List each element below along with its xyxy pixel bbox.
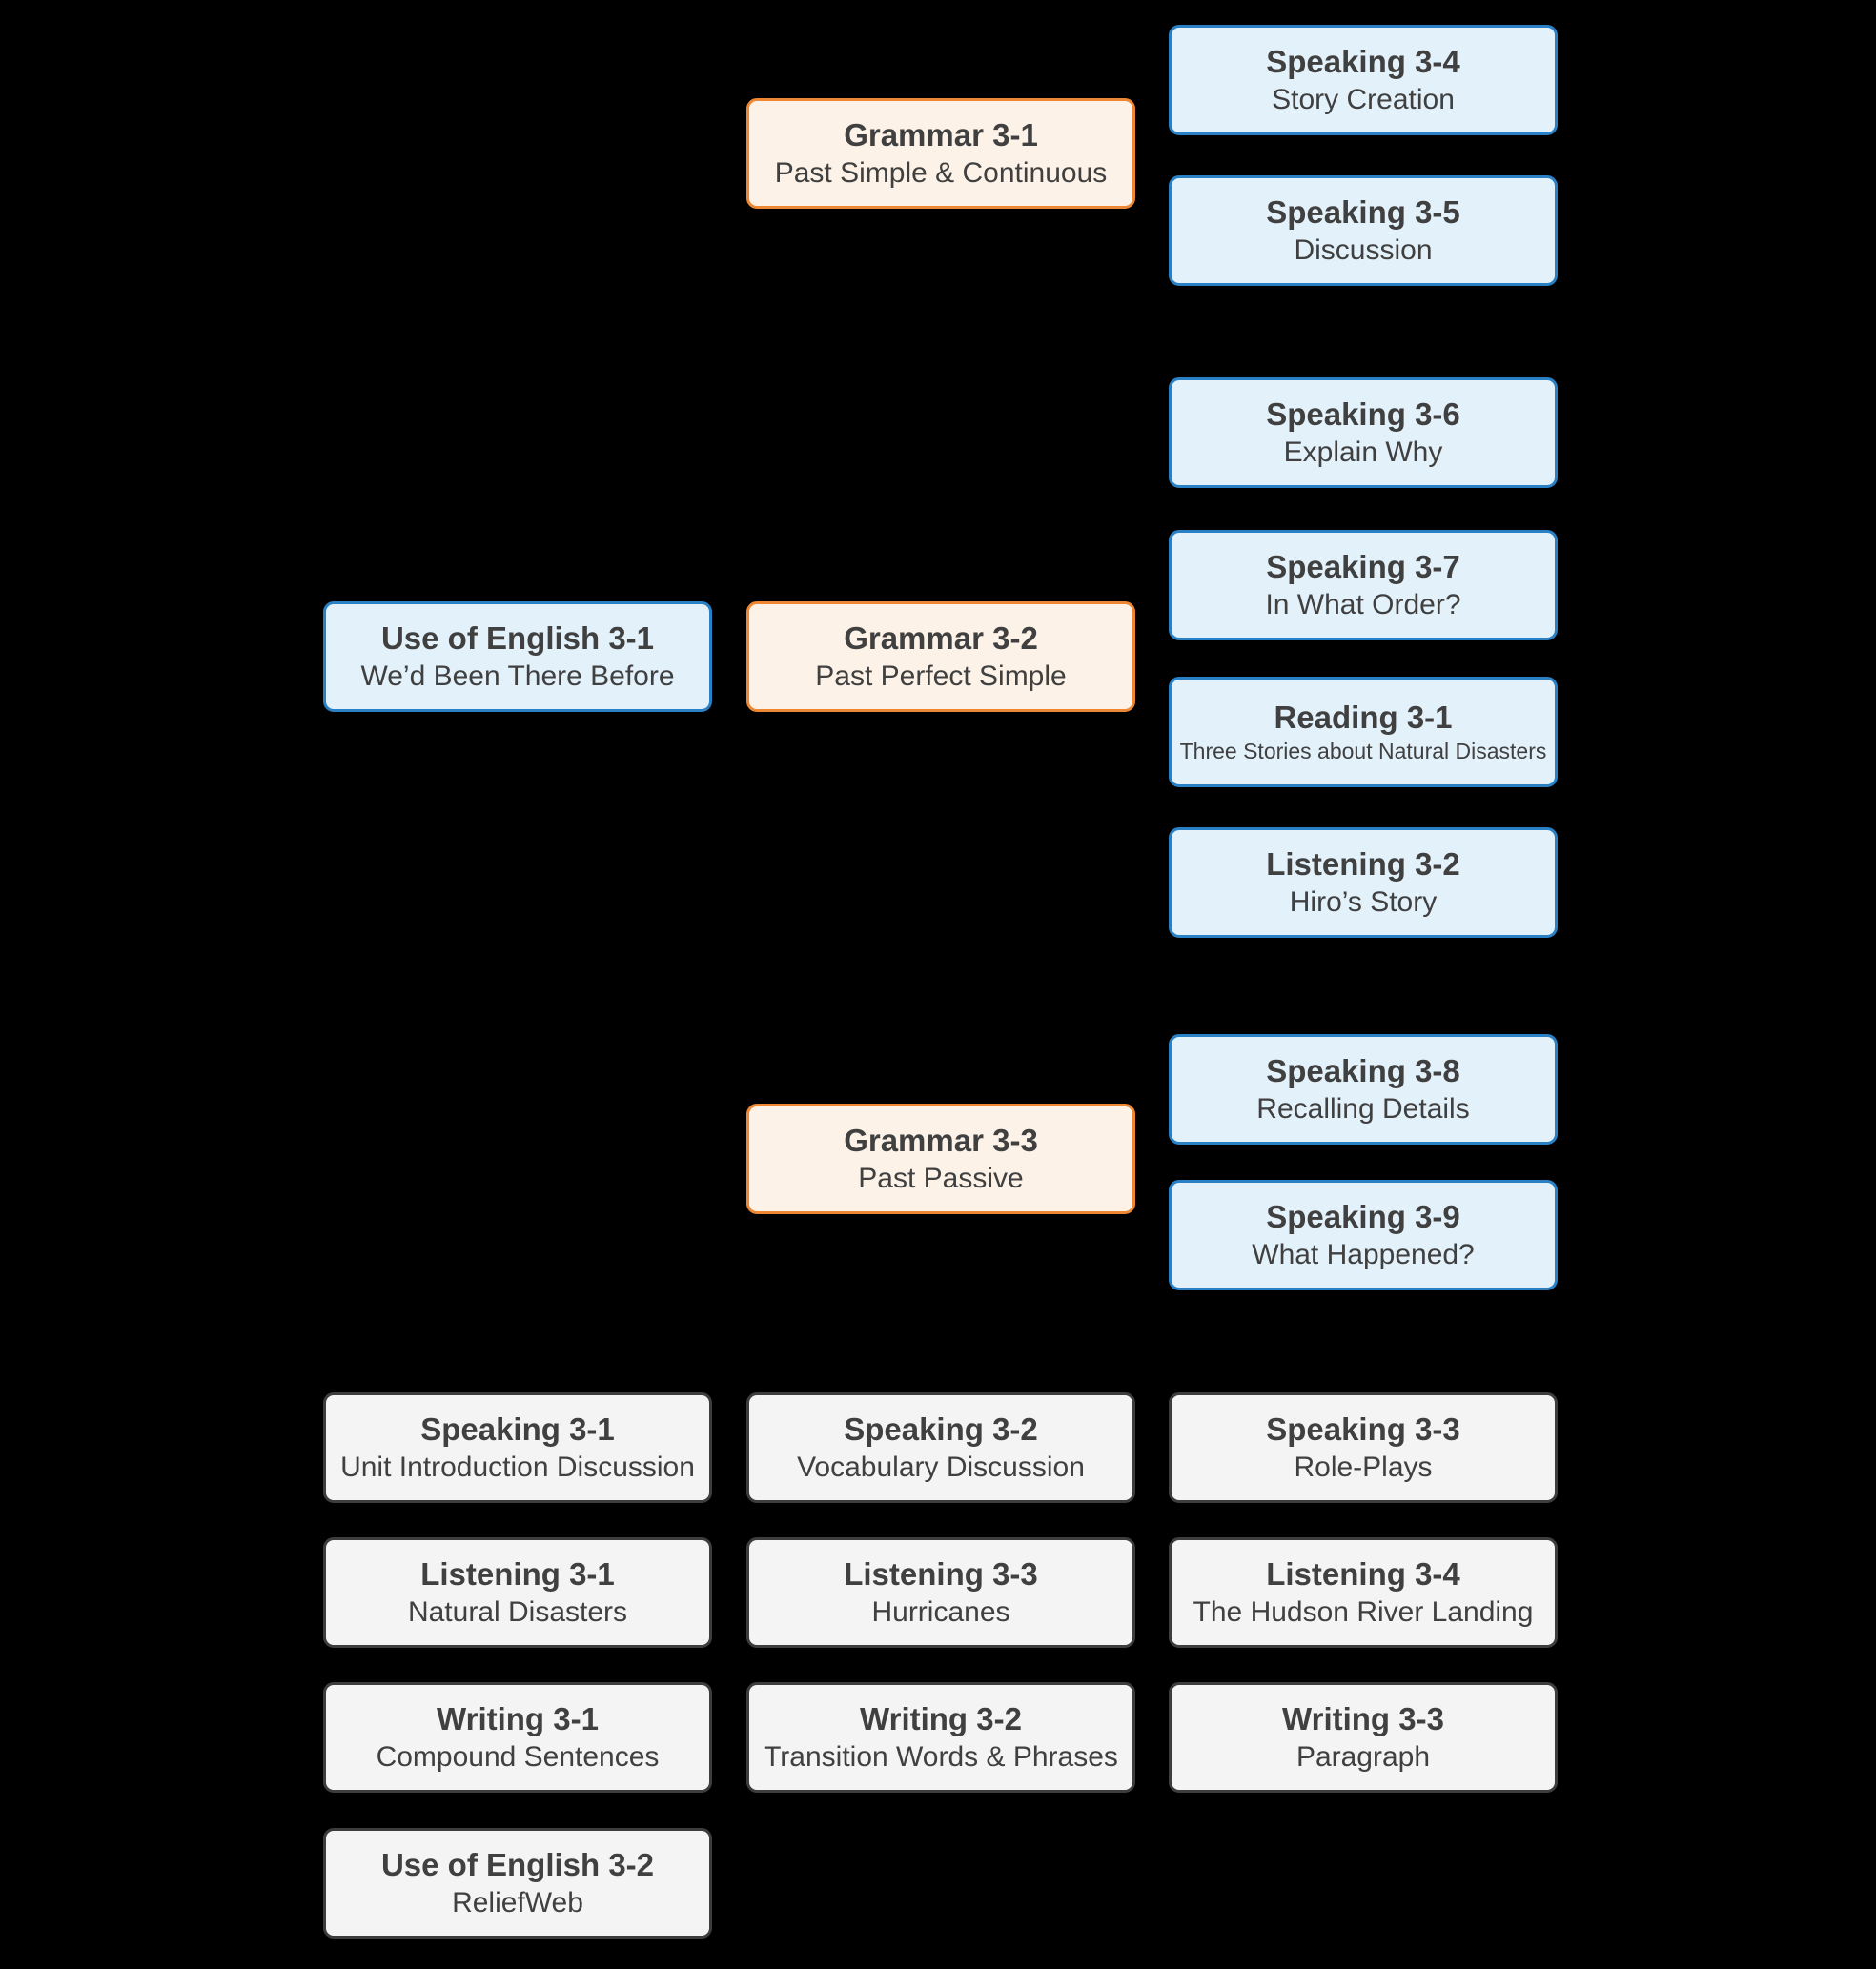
node-subtitle: Paragraph	[1295, 1740, 1431, 1773]
node-speaking-3-9: Speaking 3-9 What Happened?	[1169, 1180, 1558, 1290]
node-listening-3-3: Listening 3-3 Hurricanes	[746, 1537, 1135, 1648]
node-title: Writing 3-2	[860, 1700, 1022, 1736]
node-use-of-english-3-2: Use of English 3-2 ReliefWeb	[323, 1828, 712, 1939]
node-subtitle: Past Simple & Continuous	[774, 156, 1108, 189]
node-speaking-3-2: Speaking 3-2 Vocabulary Discussion	[746, 1392, 1135, 1503]
node-title: Reading 3-1	[1274, 699, 1453, 735]
node-title: Listening 3-3	[844, 1555, 1038, 1592]
node-title: Speaking 3-5	[1266, 193, 1460, 230]
node-grammar-3-3: Grammar 3-3 Past Passive	[746, 1104, 1135, 1214]
node-title: Listening 3-2	[1266, 845, 1460, 882]
node-title: Speaking 3-4	[1266, 43, 1460, 79]
node-subtitle: Explain Why	[1283, 436, 1443, 468]
node-subtitle: We’d Been There Before	[360, 660, 675, 692]
node-listening-3-1: Listening 3-1 Natural Disasters	[323, 1537, 712, 1648]
node-listening-3-2: Listening 3-2 Hiro’s Story	[1169, 827, 1558, 938]
node-writing-3-2: Writing 3-2 Transition Words & Phrases	[746, 1682, 1135, 1793]
node-subtitle: ReliefWeb	[452, 1886, 583, 1918]
node-title: Listening 3-4	[1266, 1555, 1460, 1592]
node-writing-3-1: Writing 3-1 Compound Sentences	[323, 1682, 712, 1793]
node-subtitle: Natural Disasters	[407, 1595, 628, 1628]
node-subtitle: The Hudson River Landing	[1193, 1595, 1534, 1628]
node-title: Writing 3-3	[1282, 1700, 1444, 1736]
node-reading-3-1: Reading 3-1 Three Stories about Natural …	[1169, 677, 1558, 787]
node-grammar-3-1: Grammar 3-1 Past Simple & Continuous	[746, 98, 1135, 209]
node-speaking-3-1: Speaking 3-1 Unit Introduction Discussio…	[323, 1392, 712, 1503]
node-title: Speaking 3-7	[1266, 548, 1460, 584]
node-speaking-3-8: Speaking 3-8 Recalling Details	[1169, 1034, 1558, 1145]
node-subtitle: Past Passive	[858, 1162, 1024, 1194]
node-subtitle: What Happened?	[1252, 1238, 1475, 1270]
node-speaking-3-7: Speaking 3-7 In What Order?	[1169, 530, 1558, 640]
node-title: Speaking 3-9	[1266, 1198, 1460, 1234]
node-title: Speaking 3-2	[844, 1411, 1038, 1447]
node-title: Speaking 3-1	[420, 1411, 615, 1447]
node-speaking-3-6: Speaking 3-6 Explain Why	[1169, 377, 1558, 488]
node-subtitle: Unit Introduction Discussion	[340, 1451, 695, 1483]
node-listening-3-4: Listening 3-4 The Hudson River Landing	[1169, 1537, 1558, 1648]
node-title: Speaking 3-6	[1266, 396, 1460, 432]
node-use-of-english-3-1: Use of English 3-1 We’d Been There Befor…	[323, 601, 712, 712]
node-title: Writing 3-1	[437, 1700, 599, 1736]
node-speaking-3-3: Speaking 3-3 Role-Plays	[1169, 1392, 1558, 1503]
node-title: Speaking 3-8	[1266, 1052, 1460, 1088]
node-title: Use of English 3-2	[380, 1846, 655, 1882]
node-subtitle: Past Perfect Simple	[815, 660, 1067, 692]
node-writing-3-3: Writing 3-3 Paragraph	[1169, 1682, 1558, 1793]
node-title: Grammar 3-2	[844, 619, 1038, 656]
node-subtitle: Vocabulary Discussion	[797, 1451, 1085, 1483]
node-subtitle: Story Creation	[1272, 83, 1455, 115]
node-subtitle: Transition Words & Phrases	[764, 1740, 1118, 1773]
node-subtitle: In What Order?	[1265, 588, 1461, 620]
node-grammar-3-2: Grammar 3-2 Past Perfect Simple	[746, 601, 1135, 712]
node-subtitle: Recalling Details	[1256, 1092, 1470, 1125]
node-title: Grammar 3-3	[844, 1122, 1038, 1158]
node-subtitle: Hurricanes	[871, 1595, 1010, 1628]
node-title: Listening 3-1	[420, 1555, 615, 1592]
node-subtitle: Hiro’s Story	[1289, 885, 1438, 918]
node-title: Grammar 3-1	[844, 116, 1038, 152]
node-speaking-3-4: Speaking 3-4 Story Creation	[1169, 25, 1558, 135]
node-speaking-3-5: Speaking 3-5 Discussion	[1169, 175, 1558, 286]
node-subtitle: Role-Plays	[1294, 1451, 1433, 1483]
node-title: Speaking 3-3	[1266, 1411, 1460, 1447]
node-subtitle: Three Stories about Natural Disasters	[1179, 739, 1547, 764]
node-title: Use of English 3-1	[380, 619, 655, 656]
node-subtitle: Compound Sentences	[376, 1740, 660, 1773]
node-subtitle: Discussion	[1294, 233, 1433, 266]
